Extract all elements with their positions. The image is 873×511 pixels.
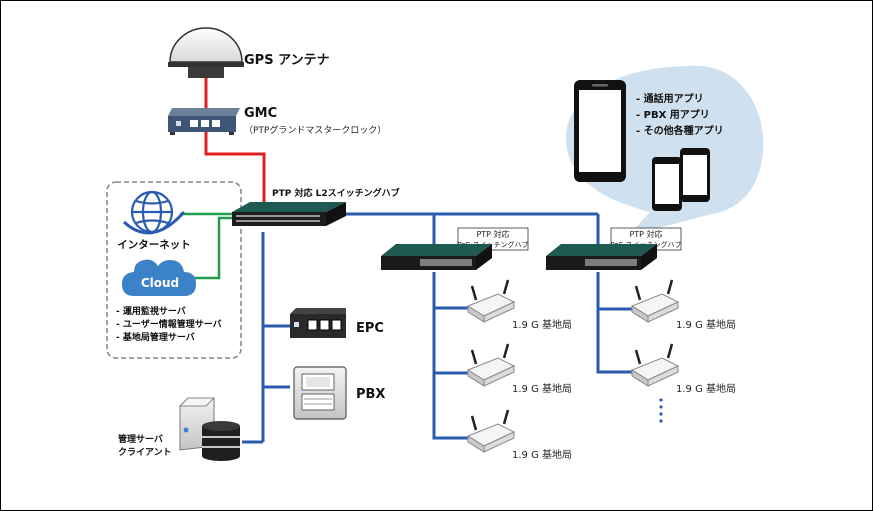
poe-switch-2-label-line1: PTP 対応 — [629, 229, 662, 239]
gmc-device-icon — [168, 108, 240, 135]
pbx-device-icon — [293, 366, 347, 420]
gmc-label: GMC — [244, 106, 277, 121]
cloud-item-2: - ユーザー情報管理サーバ — [116, 318, 222, 330]
base-station-label-2: 1.9 G 基地局 — [512, 382, 572, 395]
cloud-item-1: - 運用監視サーバ — [116, 305, 186, 317]
base-station-icon — [466, 409, 516, 453]
epc-device-icon — [290, 308, 346, 338]
base-station-label-1: 1.9 G 基地局 — [512, 318, 572, 331]
base-station-icon — [630, 279, 680, 323]
core-switch-label: PTP 対応 L2スイッチングハブ — [272, 187, 400, 199]
cloud-services-box — [106, 181, 242, 359]
poe-switch-1-label-line2: PoE スイッチングハブ — [458, 240, 529, 249]
cloud-item-3: - 基地局管理サーバ — [116, 331, 195, 343]
app-item-2: - PBX 用アプリ — [636, 108, 710, 121]
base-station-icon — [466, 343, 516, 387]
sync-lines — [204, 78, 266, 208]
smartphone-large-icon — [574, 80, 626, 182]
app-item-3: - その他各種アプリ — [636, 124, 724, 137]
internet-globe-icon — [122, 190, 186, 235]
base-station-label-3: 1.9 G 基地局 — [512, 448, 572, 461]
cloud-icon — [122, 259, 196, 296]
base-station-label-5: 1.9 G 基地局 — [676, 382, 736, 395]
smartphone-small-2-icon — [680, 148, 710, 202]
base-station-icon — [630, 343, 680, 387]
smartphone-small-1-icon — [652, 157, 682, 211]
core-switch-icon — [232, 202, 346, 226]
app-item-1: - 通話用アプリ — [636, 92, 704, 105]
gps-antenna-icon — [168, 27, 244, 78]
management-server-label-1: 管理サーバ — [118, 433, 163, 445]
more-stations-ellipsis — [659, 398, 663, 423]
gmc-sublabel: （PTPグランドマスタークロック） — [244, 124, 386, 136]
internet-label: インターネット — [117, 239, 191, 251]
epc-label: EPC — [356, 321, 384, 336]
base-station-label-4: 1.9 G 基地局 — [676, 318, 736, 331]
cloud-label: Cloud — [141, 276, 179, 290]
poe-switch-1-icon — [381, 244, 492, 270]
cloud-lines — [180, 212, 240, 280]
network-lines — [242, 212, 635, 444]
pbx-label: PBX — [356, 387, 385, 402]
gps-label: GPS アンテナ — [244, 53, 330, 68]
poe-switch-2-icon — [546, 244, 657, 270]
base-station-icon — [466, 279, 516, 323]
database-icon — [202, 421, 240, 461]
management-server-label-2: クライアント — [118, 447, 172, 458]
poe-switch-1-label-line1: PTP 対応 — [476, 229, 509, 239]
